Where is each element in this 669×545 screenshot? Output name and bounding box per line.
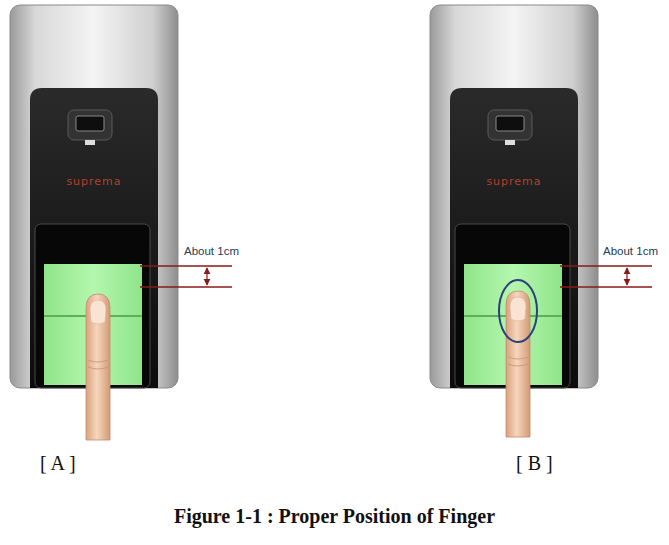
scanner-device (430, 5, 652, 388)
dimension-label: About 1cm (603, 245, 658, 258)
brand-logo: suprema (66, 176, 121, 189)
dimension-label: About 1cm (184, 245, 239, 258)
brand-logo: suprema (486, 176, 541, 189)
panel-label: [ A ] (40, 452, 76, 475)
scanner-device (10, 5, 232, 388)
panel-label: [ B ] (516, 452, 553, 475)
finger (86, 294, 110, 440)
figure-caption: Figure 1-1 : Proper Position of Finger (174, 505, 495, 528)
highlight-ellipse (499, 280, 537, 342)
finger (506, 291, 530, 437)
